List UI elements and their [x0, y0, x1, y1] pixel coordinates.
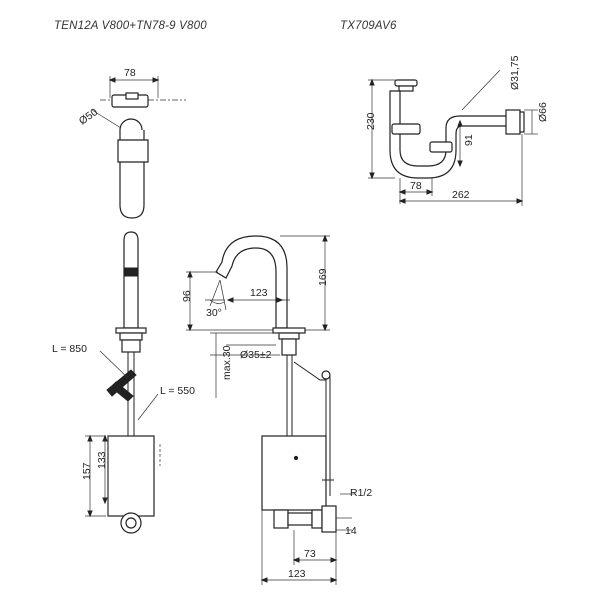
dim-valve-offset: 14	[345, 525, 357, 537]
trap-view: 230 Ø31,75 91 Ø66 78 262	[365, 55, 549, 206]
left-model-title: TEN12A V800+TN78-9 V800	[54, 20, 207, 32]
dim-trap-height: 230	[365, 112, 377, 130]
dim-deck-max: max.30	[221, 345, 233, 380]
dim-trap-drop: 91	[463, 134, 475, 146]
dim-spout-height: 96	[181, 290, 193, 302]
faucet-top-view: 78 Ø50	[77, 67, 186, 219]
dim-thread: R1/2	[350, 487, 372, 499]
dim-spout-reach: 123	[250, 287, 268, 299]
dim-top-diameter: Ø50	[77, 106, 100, 127]
right-model-title: TX709AV6	[340, 20, 397, 32]
dim-box-height-inner: 133	[96, 451, 108, 469]
dim-spout-angle: 30°	[206, 307, 222, 319]
dim-trap-length: 262	[452, 189, 470, 201]
faucet-front-view: 123 30° 96 169 Ø35±2 max.30	[181, 234, 372, 585]
cable-short-label: L = 550	[160, 385, 195, 397]
dim-trap-offset: 78	[410, 180, 422, 192]
dim-trap-outlet: Ø66	[537, 102, 549, 122]
faucet-side-view: L = 850 L = 550 157 133	[52, 231, 195, 534]
dim-faucet-height: 169	[317, 268, 329, 286]
cable-long-label: L = 850	[52, 343, 87, 355]
dim-box-height-outer: 157	[81, 462, 93, 480]
dim-box-width: 123	[288, 568, 306, 580]
dim-top-width: 78	[124, 67, 136, 79]
dim-trap-pipe: Ø31,75	[509, 55, 521, 90]
dim-valve-reach: 73	[304, 548, 316, 560]
